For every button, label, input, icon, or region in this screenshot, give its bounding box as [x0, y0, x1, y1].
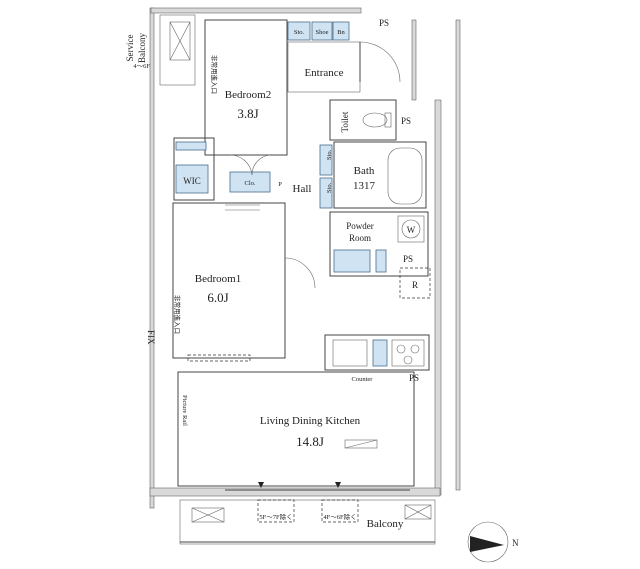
evac-hatch-left [257, 499, 295, 523]
refrigerator-label: R [412, 280, 418, 290]
sto-label: Sto. [294, 29, 305, 36]
refrigerator-space [399, 267, 431, 299]
bedroom2-size: 3.8J [237, 106, 258, 121]
balcony-ac-right [404, 504, 432, 520]
toilet-label: Toilet [340, 111, 350, 132]
dishwasher [372, 339, 388, 367]
ldk-size: 14.8J [296, 434, 324, 449]
powder-shelf [375, 249, 387, 273]
washer-label: W [407, 225, 416, 235]
service-balcony [159, 14, 196, 86]
bedroom1-name: Bedroom1 [195, 273, 241, 285]
service-balcony-label-2: Balcony [137, 33, 147, 63]
kitchen-counter [324, 334, 430, 371]
bedroom1-sliding-door [187, 354, 251, 362]
ps-top-label: PS [379, 18, 389, 28]
hall-sto-2-label: Sto. [326, 182, 333, 193]
ps-small: P [278, 181, 282, 188]
hall-sto-1-label: Sto. [326, 149, 333, 160]
hall-sto-1 [319, 144, 333, 176]
bn-label: Bn [337, 29, 345, 36]
storage-sto [287, 21, 311, 41]
window-marker-left [258, 482, 264, 488]
bedroom1-size: 6.0J [207, 290, 228, 305]
floors-note-left: 5F～7F除く [259, 512, 292, 521]
outer-wall-east-edge [455, 19, 461, 491]
bedroom1-door-swing [284, 257, 316, 289]
ldk-vent [344, 439, 378, 449]
bath-room [333, 141, 427, 209]
emergency-entry-note-2: 非常用進入口 [173, 295, 182, 334]
powder-room-label: Powder [346, 221, 374, 231]
ps-toilet-label: PS [401, 116, 411, 126]
fix-label: FIX [146, 330, 156, 345]
hall-label: Hall [293, 183, 312, 195]
service-balcony-text: Service [125, 35, 135, 62]
bedroom2-name: Bedroom2 [225, 89, 271, 101]
window-marker-right [335, 482, 341, 488]
floors-note-right: 4F～6F除く [323, 512, 356, 521]
powder-room [329, 211, 429, 277]
service-balcony-label: Service [125, 35, 135, 62]
vanity-sink [333, 249, 371, 273]
hall-sto-2 [319, 177, 333, 209]
wic-room [173, 137, 215, 201]
counter-label: Counter [352, 376, 374, 383]
picture-rail-label: Picture Rail [181, 395, 188, 426]
ps-powder-label: PS [403, 254, 413, 264]
emergency-entry-note-1: 非常用進入口 [210, 55, 219, 94]
washer-box [397, 215, 425, 243]
bath-size: 1317 [353, 180, 376, 192]
service-balcony-unit [169, 21, 191, 61]
outer-wall-east [434, 99, 442, 496]
kitchen-sink-icon [332, 339, 368, 367]
compass-north-label: N [512, 538, 519, 548]
ps-wall [411, 19, 417, 101]
balcony-ac-left [191, 507, 225, 523]
outer-wall-north [150, 7, 362, 14]
shoe-cabinet [311, 21, 333, 41]
powder-room-label-2: Room [349, 233, 371, 243]
stove-icon [391, 339, 425, 367]
bathtub-icon [387, 147, 423, 205]
bedroom1-room [172, 202, 286, 359]
outer-wall-south [149, 487, 441, 497]
ldk-name: Living Dining Kitchen [260, 415, 361, 427]
bedroom2-room [204, 19, 288, 156]
wic-label: WIC [183, 176, 201, 186]
bn-cabinet [332, 21, 350, 41]
balcony-label: Balcony [367, 518, 404, 530]
outer-wall-west [149, 7, 155, 509]
ldk-room [177, 371, 415, 487]
bedroom2-door-swing [229, 154, 253, 176]
closet-label: Clo. [244, 180, 255, 187]
compass-icon: N [467, 521, 519, 563]
wic-shelf [175, 164, 209, 194]
entrance-label: Entrance [304, 67, 343, 79]
bath-name: Bath [354, 165, 375, 177]
service-balcony-floors: 4～6F [133, 63, 150, 70]
closet [229, 171, 271, 193]
toilet-room [329, 99, 397, 141]
shoe-label: Shoe [316, 29, 329, 36]
entrance-door-swing [359, 41, 401, 83]
evac-hatch-right [321, 499, 359, 523]
toilet-bowl-icon [362, 112, 388, 128]
balcony-area [179, 499, 436, 545]
